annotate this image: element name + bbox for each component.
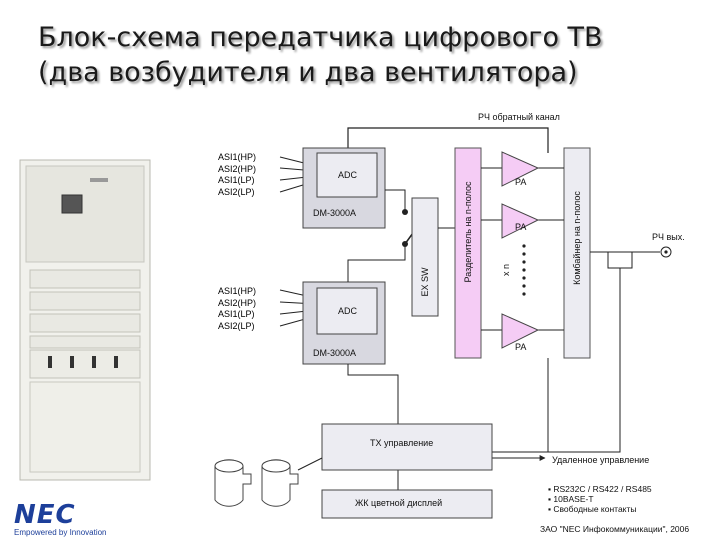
lcd-label: ЖК цветной дисплей [355,498,443,508]
ex-sw-box [411,197,439,317]
feedback-label: РЧ обратный канал [478,112,560,122]
adc-a-box [316,152,378,198]
input-label: ASI2(HP) [218,297,257,308]
slide-title: Блок-схема передатчика цифрового ТВ (два… [38,20,698,90]
transmitter-cabinet-illustration [19,159,151,481]
pa-amplifiers [481,151,564,349]
nec-logo: NEC [14,500,76,530]
list-item: RS232C / RS422 / RS485 [548,484,651,494]
inputs-a: ASI1(HP) ASI2(HP) ASI1(LP) ASI2(LP) [218,152,256,198]
pa-label: PA [515,177,527,187]
combiner-label: Комбайнер на n-полос [572,191,582,285]
adc-a-label: ADC [338,170,358,180]
logo-tagline: Empowered by Innovation [14,528,107,537]
input-label: ASI1(LP) [218,175,255,185]
remote-control-label: Удаленное управление [552,455,650,465]
tx-control-label: TX управление [370,438,434,448]
feedback-line [347,127,549,153]
exciter-a-label: DM-3000A [313,208,357,218]
fan-icon [214,459,252,507]
tx-control-box [321,423,493,471]
title-line-2: (два возбудителя и два вентилятора) [38,57,578,88]
xn-label: х n [501,263,511,277]
exciter-b-label: DM-3000A [313,348,357,358]
list-item: Свободные контакты [548,504,652,514]
line-coupler-to-control [488,268,621,453]
title-line-1: Блок-схема передатчика цифрового ТВ [38,22,603,53]
pa-label: PA [515,222,527,232]
fan-icon [261,459,299,507]
splitter-label: Разделитель на n-полос [463,181,473,283]
input-label: ASI2(LP) [218,320,255,331]
rf-out-label: РЧ вых. [652,232,685,242]
line-exciter-b-to-sw [347,245,406,282]
adc-b-box [316,287,378,335]
pa-label: PA [515,342,527,352]
input-label: ASI1(HP) [218,152,257,162]
line-exciter-a-to-sw [385,189,406,210]
inputs-b: ASI1(HP) ASI2(HP) ASI1(LP) ASI2(LP) [218,286,256,332]
splitter-box [454,147,482,359]
input-label: ASI1(LP) [218,309,255,319]
ex-sw-label: EX SW [420,267,430,297]
line-exciter-b-to-control [347,364,399,424]
input-label: ASI2(HP) [218,163,257,174]
footer-copyright: ЗАО "NEC Инфокоммуникации", 2006 [540,524,690,534]
input-label: ASI2(LP) [218,186,255,197]
combiner-box [563,147,591,359]
adc-b-label: ADC [338,306,358,316]
lcd-box [321,489,493,519]
remote-interfaces-list: RS232C / RS422 / RS485 10BASE-T Свободны… [548,484,652,514]
list-item: 10BASE-T [548,494,652,504]
input-label: ASI1(HP) [218,286,257,296]
